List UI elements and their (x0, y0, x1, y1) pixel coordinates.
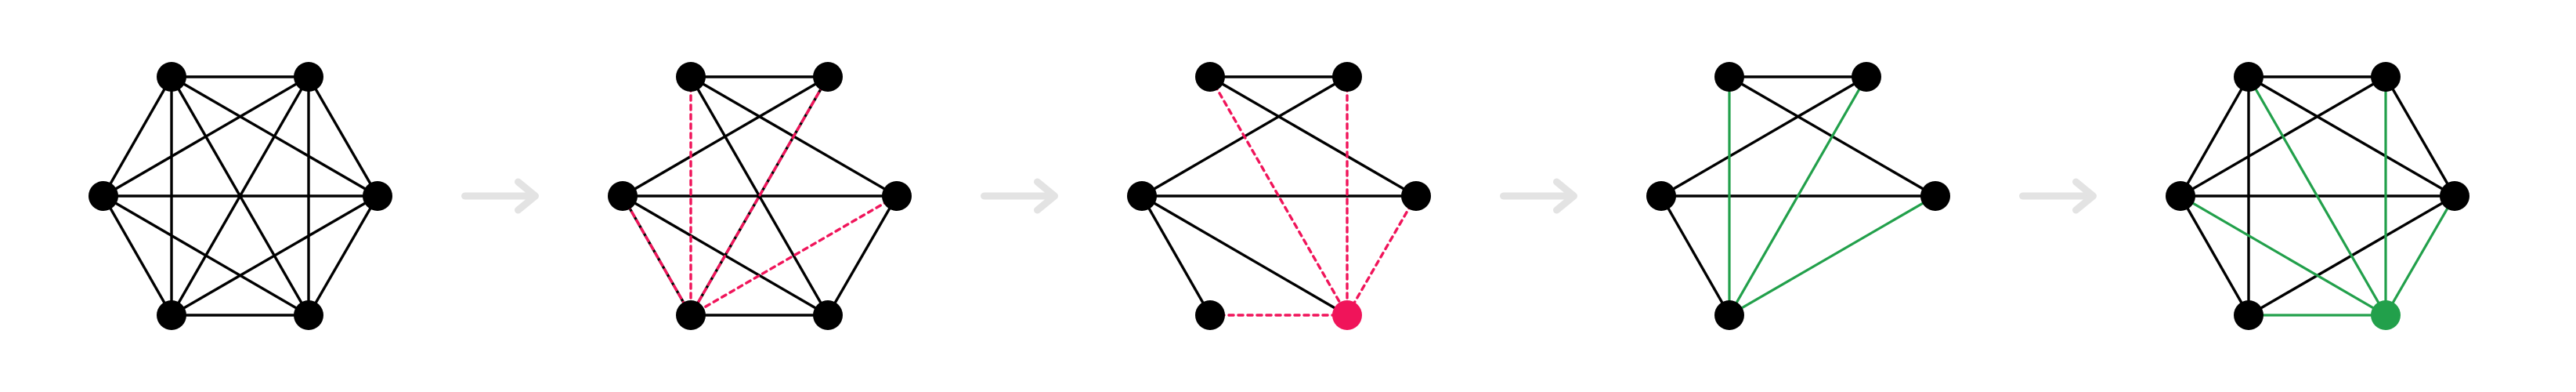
edge-solid-c-f (102, 194, 173, 317)
edge-removed-c-f (621, 194, 692, 317)
vertex-d (1920, 181, 1950, 211)
edge-solid-d-f (170, 194, 379, 317)
vertex-a (157, 62, 186, 92)
edge-solid-c-f (1660, 194, 1731, 317)
edge-solid-c-f (2179, 194, 2250, 317)
vertex-f (2234, 300, 2263, 330)
step-reduced-graph (1646, 62, 1950, 330)
vertex-f (1195, 300, 1225, 330)
vertex-d (1401, 181, 1431, 211)
edge-solid-b-c (102, 75, 310, 198)
edge-solid-a-d (2247, 75, 2456, 198)
vertex-e (294, 300, 323, 330)
edge-removed-d-f (689, 194, 898, 317)
vertex-f (676, 300, 706, 330)
step-mark-edges-for-removal (608, 62, 912, 330)
edge-added-d-e (2384, 194, 2456, 317)
vertex-c (2166, 181, 2195, 211)
vertex-d (363, 181, 392, 211)
edge-solid-c-e (1140, 194, 1349, 317)
edge-solid-c-f (1140, 194, 1212, 317)
edge-removed-d-e (1346, 194, 1418, 317)
vertex-e (2371, 300, 2401, 330)
edge-solid-b-d (307, 75, 379, 198)
step-complete-graph (89, 62, 392, 330)
vertex-f (1714, 300, 1744, 330)
vertex-f (157, 300, 186, 330)
arrows-layer (461, 178, 2097, 214)
vertex-c (89, 181, 118, 211)
vertex-a (1195, 62, 1225, 92)
step-vertex-removed-with-edges (1127, 62, 1431, 330)
step-vertex-reinserted (2166, 62, 2469, 330)
vertex-e (1332, 300, 1362, 330)
vertex-b (294, 62, 323, 92)
arrow-head (1553, 178, 1577, 214)
edge-added-b-f (1728, 75, 1868, 317)
vertex-d (882, 181, 912, 211)
vertex-b (813, 62, 843, 92)
step-arrow-1 (461, 178, 539, 214)
vertex-a (676, 62, 706, 92)
arrow-head (2072, 178, 2097, 214)
arrow-head (1034, 178, 1058, 214)
vertex-e (813, 300, 843, 330)
vertex-a (2234, 62, 2263, 92)
edge-solid-d-e (307, 194, 379, 317)
vertex-a (1714, 62, 1744, 92)
edge-added-c-e (2179, 194, 2387, 317)
edge-solid-b-d (2384, 75, 2456, 198)
vertex-b (1332, 62, 1362, 92)
vertex-d (2440, 181, 2469, 211)
vertex-b (1852, 62, 1881, 92)
step-arrow-2 (981, 178, 1058, 214)
vertex-b (2371, 62, 2401, 92)
steps-layer (89, 62, 2469, 330)
arrow-head (515, 178, 539, 214)
edge-solid-a-c (2179, 75, 2250, 198)
edge-added-a-e (2247, 75, 2387, 317)
edge-solid-d-e (826, 194, 898, 317)
edge-removed-b-f (689, 75, 829, 317)
edge-added-d-f (1728, 194, 1937, 317)
edge-solid-a-d (1209, 75, 1418, 198)
edge-solid-a-c (102, 75, 173, 198)
edge-removed-a-e (1209, 75, 1349, 317)
edge-solid-c-e (102, 194, 310, 317)
vertex-c (1646, 181, 1676, 211)
edge-solid-b-c (1660, 75, 1868, 198)
step-arrow-3 (1500, 178, 1577, 214)
vertex-c (608, 181, 638, 211)
vertex-c (1127, 181, 1157, 211)
edge-solid-b-c (621, 75, 829, 198)
step-arrow-4 (2019, 178, 2097, 214)
